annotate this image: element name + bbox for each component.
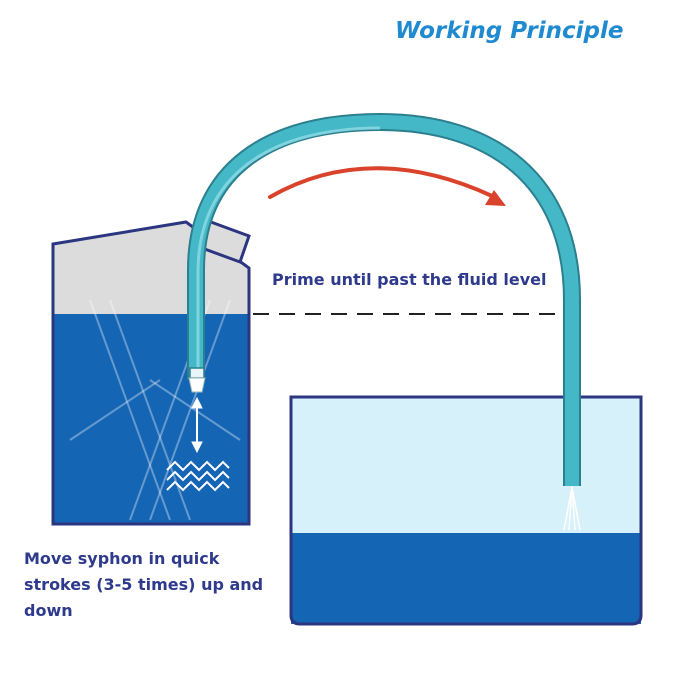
siphon-hose	[187, 112, 581, 486]
wave-icon	[166, 460, 230, 492]
prime-instruction-label: Prime until past the fluid level	[272, 270, 547, 289]
diagram-title: Working Principle	[395, 18, 624, 44]
target-container-fluid	[291, 533, 641, 624]
target-container	[289, 395, 643, 626]
source-container	[51, 216, 251, 526]
source-container-outline	[51, 220, 251, 526]
source-container-fluid	[53, 314, 249, 524]
double-arrow-icon	[191, 396, 203, 454]
outflow-splash	[563, 486, 581, 531]
curved-arrow-icon	[268, 166, 506, 206]
target-container-outline	[289, 395, 643, 626]
move-instruction-label: Move syphon in quick strokes (3-5 times)…	[24, 549, 264, 620]
pump-head	[188, 367, 206, 393]
target-container-empty-space	[291, 397, 641, 533]
